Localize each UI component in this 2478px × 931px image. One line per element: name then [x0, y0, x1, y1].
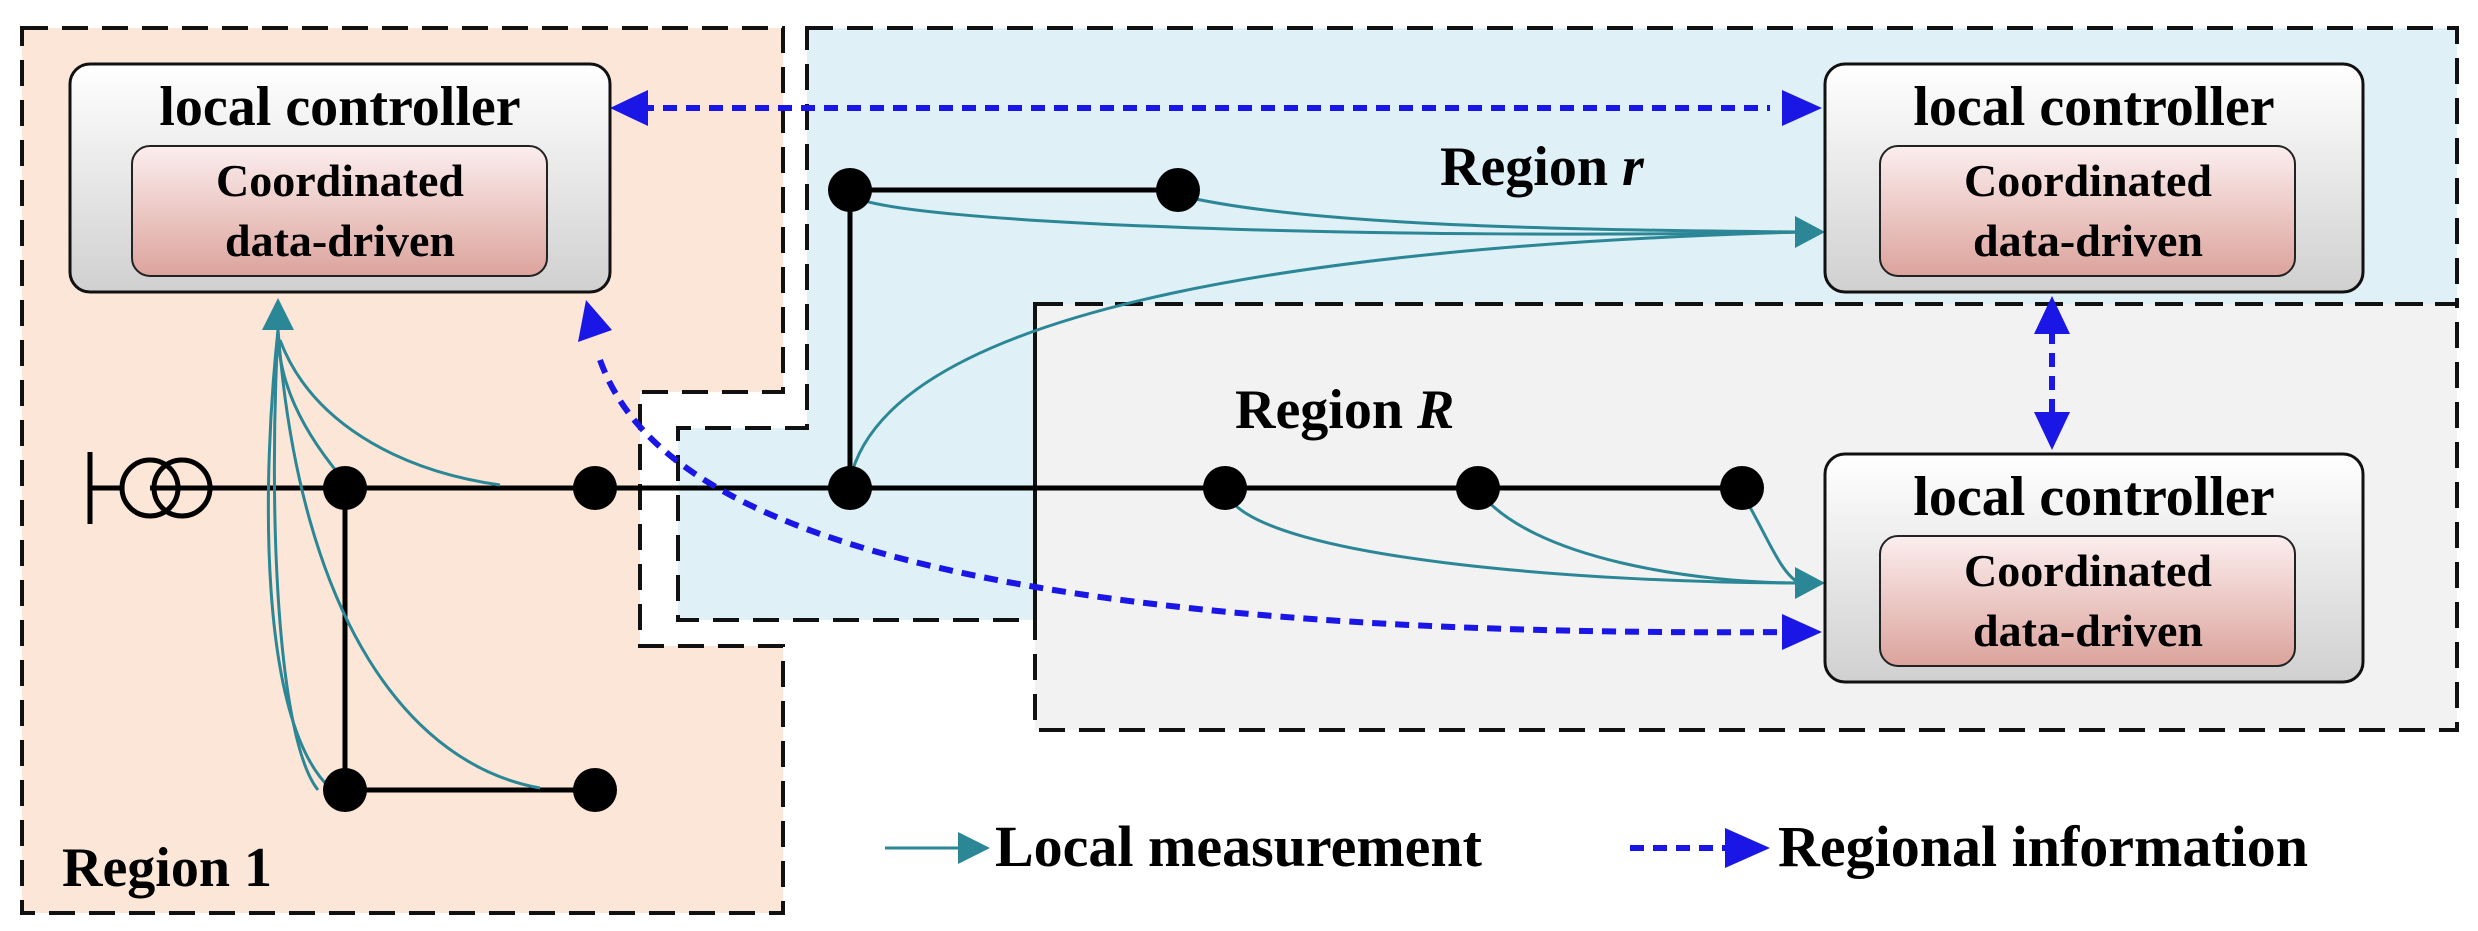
- controller-title: local controller: [1913, 466, 2274, 528]
- measurement-curve: [266, 329, 332, 790]
- controller-region-r: local controller Coordinated data-driven: [1823, 62, 2365, 294]
- measurement-arrowhead: [1795, 216, 1825, 248]
- measurement-arrowhead: [1795, 567, 1825, 599]
- measurement-curve: [848, 230, 1801, 481]
- regional-info-arrowhead: [1782, 614, 1822, 650]
- inner-label-line-1: Coordinated: [216, 155, 464, 206]
- regional-info-arrowhead: [1782, 90, 1822, 126]
- local-measurement-links: [262, 193, 1825, 791]
- bus-node: [323, 466, 367, 510]
- legend-regional-information-label: Regional information: [1778, 814, 2308, 879]
- coordinated-data-driven-box: [1879, 535, 2296, 667]
- measurement-curve: [1177, 193, 1801, 234]
- region-r-label: Region r: [1440, 136, 1645, 198]
- regional-info-arrowhead: [2034, 412, 2070, 450]
- measurement-curve: [272, 329, 320, 791]
- controller-title: local controller: [159, 76, 520, 138]
- controller-region-R: local controller Coordinated data-driven: [1823, 452, 2365, 684]
- transformer-source-icon: [87, 452, 345, 524]
- measurement-curve: [278, 339, 501, 487]
- controller-region-1: local controller Coordinated data-driven: [68, 62, 612, 294]
- region-R-label: Region R: [1235, 379, 1454, 441]
- measurement-curve: [1223, 489, 1801, 585]
- region-1-border: [20, 26, 785, 915]
- bus-node: [323, 768, 367, 812]
- inner-label-line-2: data-driven: [1973, 215, 2203, 266]
- bus-node: [573, 768, 617, 812]
- controller-title: local controller: [1913, 76, 2274, 138]
- bus-node: [1156, 168, 1200, 212]
- inner-label-line-1: Coordinated: [1964, 155, 2212, 206]
- bus-node: [1456, 466, 1500, 510]
- bus-node: [828, 168, 872, 212]
- measurement-curve: [276, 329, 541, 790]
- bus-node: [1203, 466, 1247, 510]
- measurement-arrowhead: [262, 298, 294, 330]
- coordinated-data-driven-box: [1879, 145, 2296, 277]
- bus-node: [573, 466, 617, 510]
- region-1-label: Region 1: [62, 837, 272, 899]
- regional-info-line: [597, 358, 1791, 636]
- regional-info-arrowhead: [578, 300, 612, 342]
- regional-info-arrowhead: [610, 90, 648, 126]
- bus-node: [828, 466, 872, 510]
- inner-label-line-2: data-driven: [1973, 605, 2203, 656]
- legend-local-measurement-arrowhead: [958, 832, 990, 864]
- inner-label-line-2: data-driven: [225, 215, 455, 266]
- coordinated-data-driven-box: [131, 145, 548, 277]
- measurement-curve: [849, 193, 1801, 236]
- region-R-border: [1033, 302, 2459, 732]
- regional-information-links: [578, 90, 2070, 650]
- legend-regional-information-arrowhead: [1725, 828, 1770, 868]
- legend: Local measurement Regional information: [885, 814, 2308, 879]
- measurement-curve: [1476, 489, 1801, 585]
- regional-info-arrowhead: [2034, 296, 2070, 334]
- inner-label-line-1: Coordinated: [1964, 545, 2212, 596]
- bus-node: [1720, 466, 1764, 510]
- legend-local-measurement-label: Local measurement: [995, 814, 1483, 879]
- bus-nodes: [323, 168, 1764, 812]
